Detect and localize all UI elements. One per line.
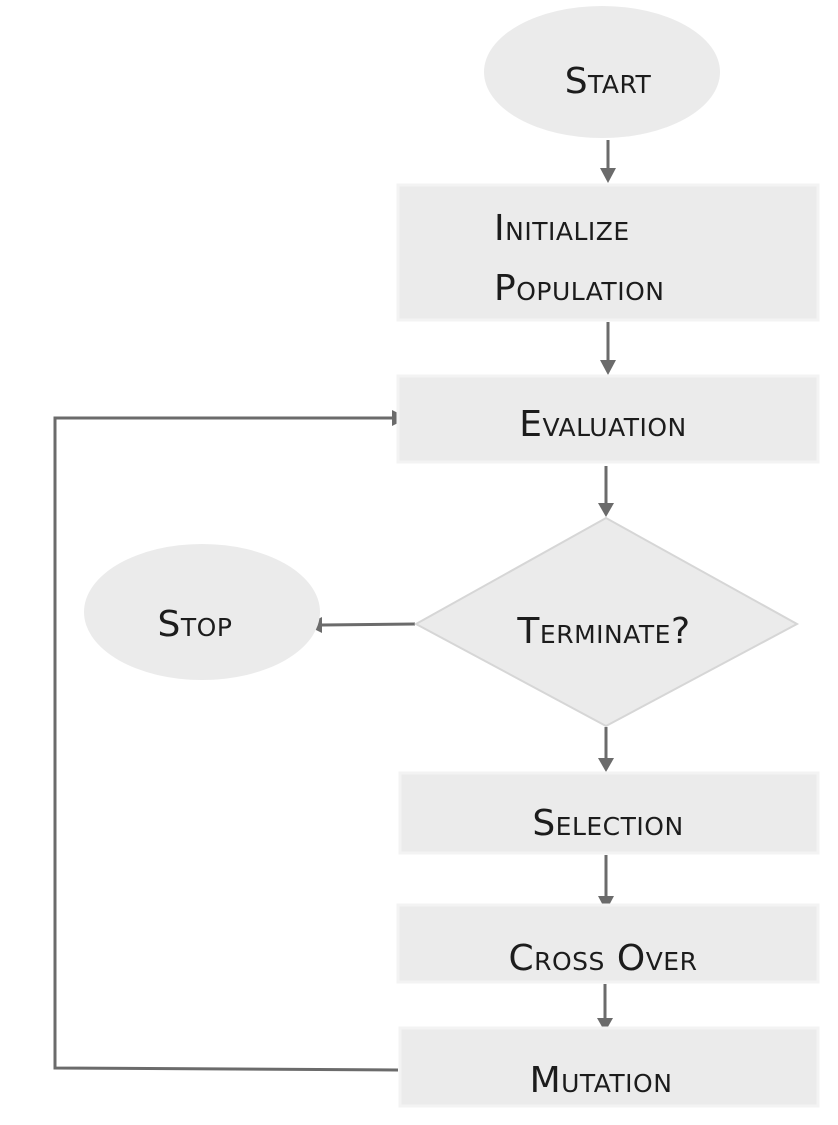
evaluation-label: Evaluation — [519, 404, 687, 445]
crossover-node: Cross Over — [396, 903, 820, 984]
start-ellipse — [484, 6, 720, 138]
edge-terminate-to-stop — [321, 622, 416, 627]
crossover-box — [396, 903, 820, 984]
arrowhead-evaluation — [600, 360, 616, 375]
terminate-label: Terminate? — [516, 611, 690, 652]
stop-ellipse — [84, 544, 320, 680]
arrowhead-mutation — [597, 1018, 613, 1032]
arrowhead-terminate — [598, 503, 614, 517]
selection-label: Selection — [532, 803, 683, 844]
start-node: Start — [484, 6, 720, 138]
stop-label: Stop — [158, 604, 233, 645]
mutation-node: Mutation — [398, 1026, 820, 1108]
initialize-label-line2: Population — [494, 268, 664, 309]
start-label: Start — [565, 61, 652, 102]
arrowhead-selection — [598, 758, 614, 772]
terminate-diamond — [413, 516, 800, 728]
arrowhead-initialize — [600, 168, 616, 183]
evaluation-node: Evaluation — [396, 374, 820, 464]
edge-mutation-loop-to-evaluation — [53, 416, 399, 1072]
evaluation-box — [396, 374, 820, 464]
selection-node: Selection — [398, 771, 820, 855]
initialize-population-box — [396, 183, 820, 322]
mutation-box — [398, 1026, 820, 1108]
initialize-label-line1: Initialize — [494, 208, 630, 249]
terminate-node: Terminate? — [413, 516, 800, 728]
mutation-label: Mutation — [530, 1060, 673, 1101]
stop-node: Stop — [84, 544, 320, 680]
selection-box — [398, 771, 820, 855]
crossover-label: Cross Over — [509, 938, 698, 979]
initialize-population-node: Initialize Population — [396, 183, 820, 322]
